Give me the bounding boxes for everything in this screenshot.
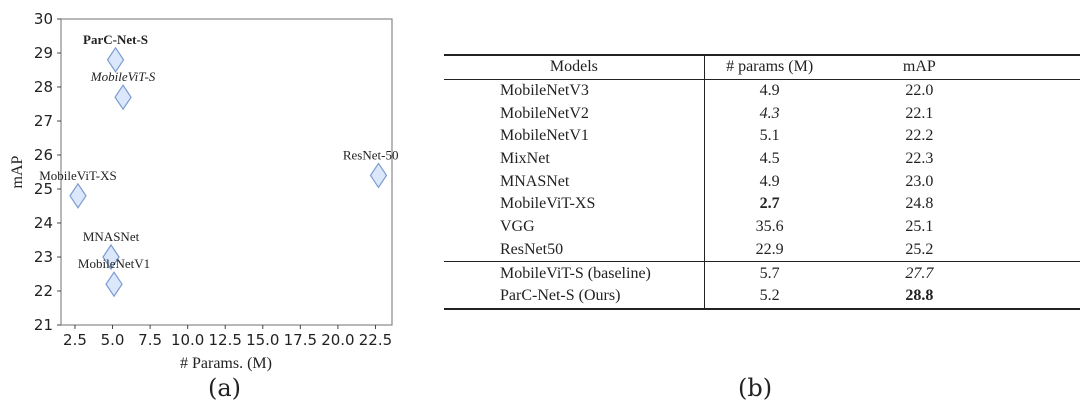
x-tick-label: 12.5 (209, 331, 242, 349)
map-cell: 22.0 (905, 82, 934, 100)
model-name-cell: MobileViT-S (baseline) (444, 261, 705, 285)
y-tick-label: 29 (34, 44, 53, 62)
header-map: mAP (834, 55, 1005, 80)
y-tick-label: 22 (34, 282, 53, 300)
caption-b: (b) (738, 374, 773, 402)
data-point-label: MobileViT-S (90, 69, 156, 84)
map-cell: 27.7 (834, 261, 1005, 285)
y-tick-label: 24 (34, 214, 53, 232)
y-tick-label: 25 (34, 180, 53, 198)
model-name-cell: MobileViT-XS (444, 193, 705, 216)
table-row: MixNet 4.5 22.3 (444, 147, 1080, 171)
header-params: # params (M) (704, 55, 835, 80)
x-tick-label: 22.5 (359, 331, 392, 349)
data-point-marker (69, 182, 87, 209)
map-cell: 25.1 (905, 218, 934, 236)
params-cell: 4.3 (759, 104, 780, 122)
y-axis-label: mAP (9, 155, 26, 188)
x-axis-label: # Params. (M) (180, 355, 272, 372)
table-row: MobileViT-XS 2.7 24.8 (444, 193, 1080, 216)
model-name-cell: MobileNetV2 (444, 102, 705, 126)
model-name-cell: VGG (444, 215, 705, 239)
header-models: Models (444, 55, 705, 80)
y-tick-label: 23 (34, 248, 53, 266)
model-name-cell: ResNet50 (444, 238, 705, 262)
model-name-cell: MNASNet (444, 170, 705, 194)
map-cell: 28.8 (905, 287, 934, 305)
model-name-cell: ParC-Net-S (Ours) (444, 284, 705, 309)
model-name-cell: MobileNetV1 (444, 125, 705, 148)
data-point-marker (105, 271, 123, 298)
data-point-label: MobileNetV1 (78, 256, 150, 271)
x-tick-label: 7.5 (138, 331, 162, 349)
plot-frame (60, 18, 393, 326)
model-name-cell: MobileNetV3 (444, 79, 705, 103)
params-cell: 35.6 (755, 218, 784, 236)
data-point-label: ResNet-50 (343, 147, 399, 162)
table-row: MobileNetV2 4.3 22.1 (444, 102, 1080, 126)
data-point-marker (369, 162, 388, 189)
caption-a: (a) (208, 374, 242, 402)
table-row: MobileNetV3 4.9 22.0 (444, 79, 1080, 103)
data-point-marker (106, 46, 125, 73)
x-tick-label: 10.0 (171, 331, 204, 349)
params-cell: 5.7 (704, 261, 835, 285)
x-tick-label: 15.0 (246, 331, 279, 349)
x-tick-label: 17.5 (284, 331, 317, 349)
params-cell: 4.5 (759, 150, 780, 168)
y-tick-label: 28 (34, 78, 53, 96)
map-cell: 24.8 (905, 195, 934, 213)
map-cell: 23.0 (905, 172, 934, 190)
params-cell: 5.1 (759, 127, 780, 145)
x-tick-label: 20.0 (321, 331, 354, 349)
model-name-cell: MixNet (444, 147, 705, 171)
y-tick-label: 30 (34, 10, 53, 28)
y-tick-label: 21 (34, 316, 53, 334)
table-row: MobileNetV1 5.1 22.2 (444, 125, 1080, 148)
y-tick-label: 27 (34, 112, 53, 130)
data-point-label: MobileViT-XS (39, 168, 116, 183)
params-cell: 5.2 (759, 287, 780, 305)
params-cell: 2.7 (759, 195, 780, 213)
params-cell: 22.9 (755, 240, 784, 258)
data-point-marker (102, 243, 120, 271)
data-point-label: ParC-Net-S (83, 32, 148, 47)
data-point-marker (114, 84, 132, 111)
map-cell: 22.1 (905, 104, 934, 122)
params-cell: 4.9 (759, 82, 780, 100)
x-tick-label: 2.5 (63, 331, 87, 349)
map-cell: 22.3 (905, 150, 934, 168)
table-row: ResNet50 22.9 25.2 (444, 238, 1080, 262)
y-tick-label: 26 (34, 146, 53, 164)
x-tick-label: 5.0 (101, 331, 125, 349)
table-row: VGG 35.6 25.1 (444, 215, 1080, 239)
map-cell: 25.2 (905, 240, 934, 258)
results-table: Models # params (M) mAP MobileNetV3 4.9 22… (444, 54, 1080, 310)
data-point-label: MNASNet (83, 229, 140, 244)
params-cell: 4.9 (759, 172, 780, 190)
table-row: MNASNet 4.9 23.0 (444, 170, 1080, 194)
map-cell: 22.2 (905, 127, 934, 145)
table-row: ParC-Net-S (Ours) 5.2 28.8 (444, 284, 1080, 309)
